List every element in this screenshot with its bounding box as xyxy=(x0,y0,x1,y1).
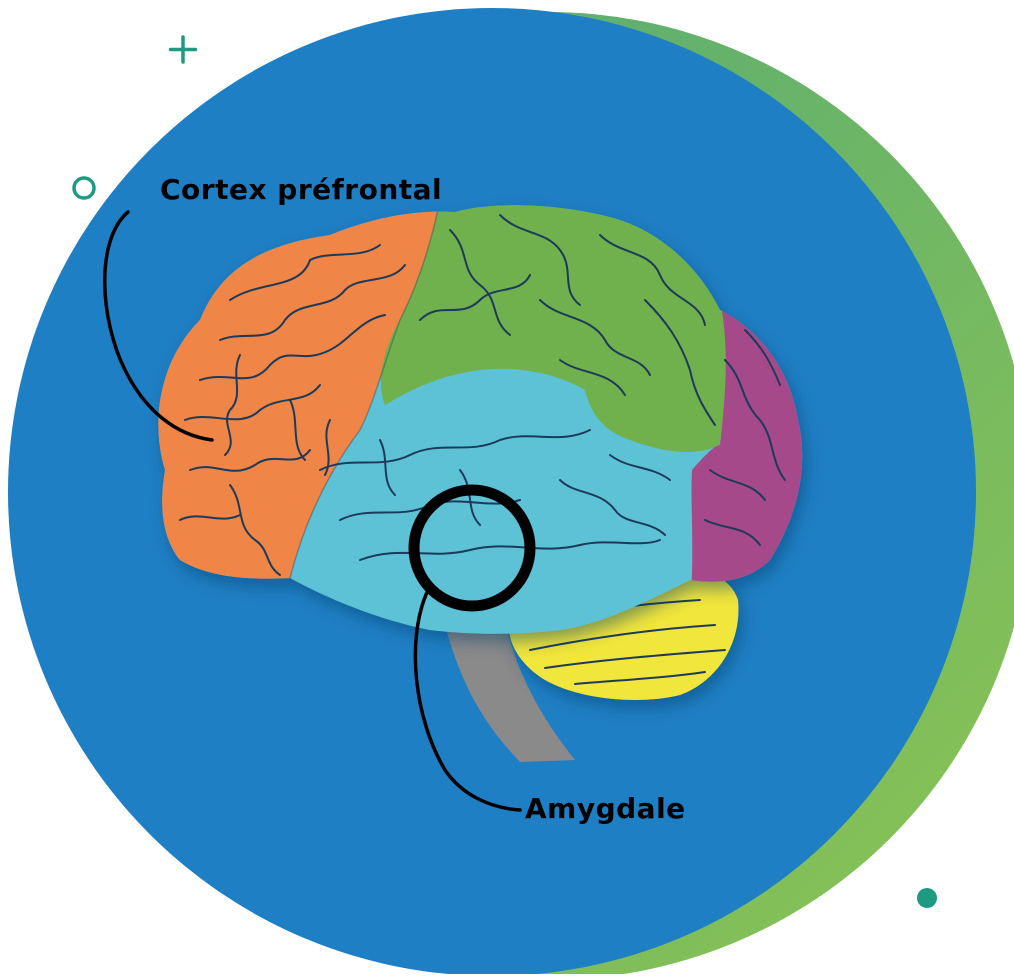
cortex-leader-line xyxy=(103,210,214,442)
ring-icon xyxy=(72,176,96,200)
amygdala-label: Amygdale xyxy=(525,792,686,825)
plus-icon xyxy=(168,35,198,64)
dot-icon xyxy=(917,888,937,908)
amygdala-leader-line xyxy=(413,588,522,812)
sulci-lines xyxy=(179,214,786,576)
cerebrum xyxy=(158,205,803,634)
cortex-label: Cortex préfrontal xyxy=(160,173,443,206)
brainstem xyxy=(445,622,575,762)
amygdala-highlight-circle xyxy=(408,484,536,612)
